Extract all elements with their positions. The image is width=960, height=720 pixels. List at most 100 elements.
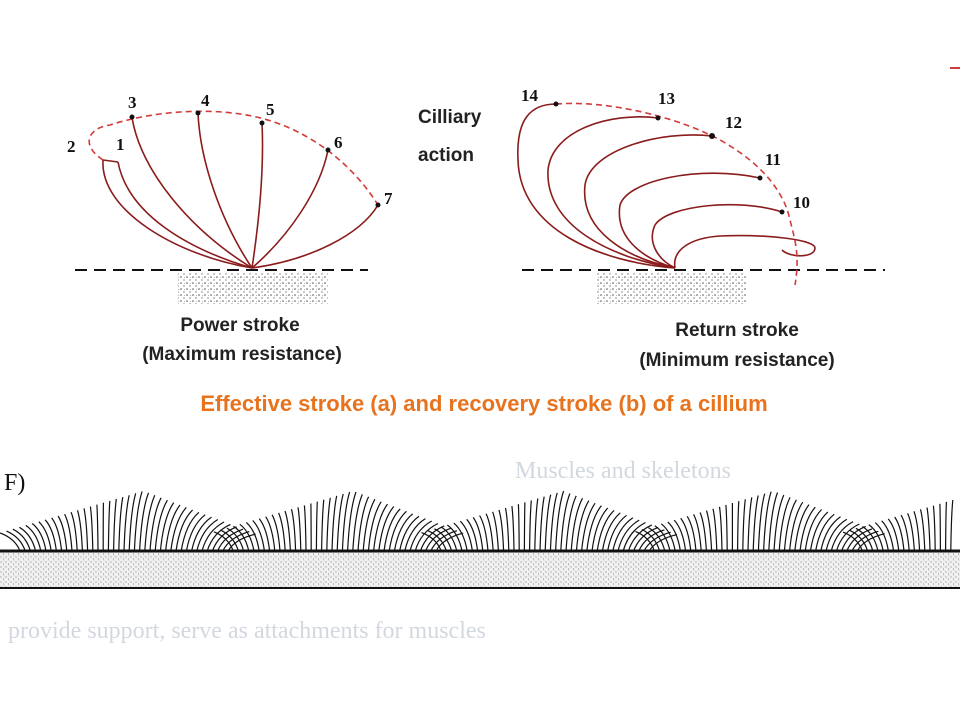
power-tip-marker <box>195 110 201 116</box>
return-stroke-panel: 10 11 12 13 14 Cilliary action Return st… <box>418 86 885 371</box>
wave-cilium <box>945 501 947 552</box>
wave-cilium <box>89 506 94 552</box>
wave-cilium <box>213 531 234 552</box>
wave-cilium <box>783 499 797 552</box>
wave-cilium <box>617 519 640 552</box>
wave-cilium <box>622 521 646 552</box>
wave-cilium <box>367 501 382 552</box>
wave-cilium <box>139 492 150 552</box>
power-stroke-subtitle: (Maximum resistance) <box>142 344 342 365</box>
wave-cilium <box>341 491 351 552</box>
return-stroke-subtitle: (Minimum resistance) <box>639 350 834 371</box>
wave-cilium <box>31 523 47 552</box>
return-label-10: 10 <box>793 193 810 212</box>
power-label-4: 4 <box>201 91 210 110</box>
return-label-14: 14 <box>521 86 539 105</box>
wave-cilium <box>648 527 666 552</box>
wave-cilium <box>57 515 68 552</box>
wave-cilium <box>271 514 281 552</box>
wave-cilium <box>170 507 187 552</box>
wave-cilium <box>627 524 653 552</box>
wave-cilium <box>804 509 823 552</box>
wave-cilium <box>549 492 558 552</box>
wave-cilium <box>453 522 468 552</box>
wave-cilium <box>399 515 420 552</box>
wave-cilium <box>560 493 571 552</box>
wave-cilium <box>472 517 484 552</box>
return-tip-marker <box>655 115 661 121</box>
wave-cilium <box>220 529 239 552</box>
wave-cilium <box>667 521 681 552</box>
wave-cilium <box>830 521 854 552</box>
wave-cilium <box>856 533 885 552</box>
power-cilium-3 <box>131 116 253 269</box>
power-stroke-panel: 1 2 3 4 5 6 7 Power stroke (Maximum resi… <box>67 91 393 365</box>
wave-cilium <box>939 503 941 552</box>
wave-cilium <box>427 530 447 552</box>
wave-cilium <box>846 528 873 552</box>
wave-cilium <box>641 528 661 552</box>
wave-cilium <box>83 508 89 552</box>
wave-cilium <box>565 495 577 552</box>
wave-cilium <box>459 520 473 552</box>
return-tip-path <box>555 102 798 286</box>
wave-cilium <box>693 514 702 552</box>
wave-cilium <box>206 523 231 552</box>
wave-cilium <box>492 511 499 552</box>
wave-cilium <box>44 519 57 552</box>
wave-cilium <box>0 532 21 552</box>
wave-cilium <box>825 518 848 552</box>
wave-cilium <box>180 511 200 552</box>
wave-cilium <box>900 514 910 552</box>
wave-cilium <box>107 500 111 552</box>
wave-cilium <box>612 517 634 552</box>
wave-cilium <box>718 506 723 552</box>
wave-cilium <box>239 523 255 552</box>
wave-cilium <box>227 533 256 552</box>
wave-cilium <box>378 506 395 552</box>
return-label-12: 12 <box>725 113 742 132</box>
wave-cilium <box>154 499 168 552</box>
return-stroke-title: Return stroke <box>675 320 799 341</box>
wave-cilium <box>575 500 590 552</box>
wave-cilium <box>596 509 615 552</box>
power-cilium-2 <box>102 159 253 269</box>
wave-cilium <box>373 503 388 552</box>
wave-cilium <box>440 526 458 552</box>
power-tip-marker <box>375 202 381 208</box>
return-substrate-stipple <box>596 272 746 304</box>
power-substrate-stipple <box>178 272 328 304</box>
wave-cilium <box>868 524 884 552</box>
wave-cilium <box>601 512 621 552</box>
wave-cilium <box>466 518 479 552</box>
wave-cilium <box>196 518 219 552</box>
metachronal-wave-panel: F) <box>0 470 960 589</box>
wave-cilium <box>362 498 376 552</box>
wave-cilium <box>849 529 869 552</box>
wave-cilium <box>517 504 520 552</box>
figure-letter: F) <box>4 470 25 496</box>
wave-cilium <box>118 496 124 552</box>
wave-cilium <box>321 499 325 552</box>
power-cilium-1 <box>117 161 253 269</box>
wave-cilium <box>165 504 181 552</box>
power-cilium-6 <box>251 149 329 269</box>
wave-cilium <box>855 527 874 552</box>
wave-cilium <box>258 518 271 552</box>
wave-cilium <box>919 509 926 552</box>
wave-cilium <box>648 534 678 552</box>
wave-cilium <box>789 501 804 552</box>
return-label-11: 11 <box>765 150 781 169</box>
wave-cilium <box>862 525 879 552</box>
wave-cilium <box>352 494 363 552</box>
wave-cilium <box>712 508 718 552</box>
wave-cilium <box>773 494 785 552</box>
wave-cilium <box>534 498 539 552</box>
wave-cilium <box>175 509 194 552</box>
wave-cilium <box>570 498 584 552</box>
background-heading: Muscles and skeletons <box>515 458 731 484</box>
wave-cilium <box>25 524 42 552</box>
wave-cilium <box>555 490 565 552</box>
wave-cilium <box>660 523 676 552</box>
